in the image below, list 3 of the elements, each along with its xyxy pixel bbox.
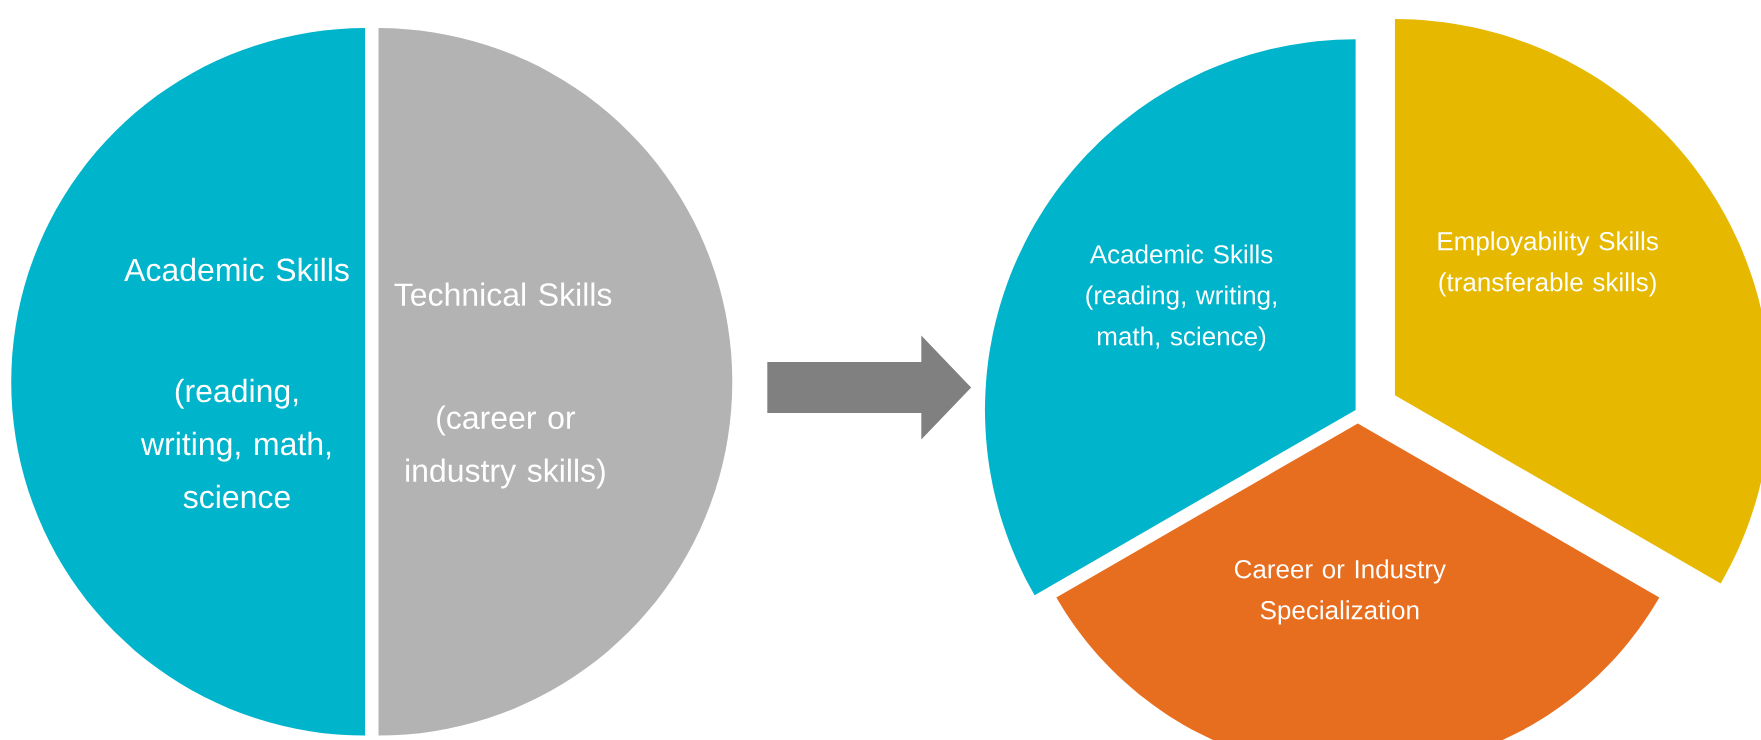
pie-segment: Career or Industry Specialization xyxy=(1056,423,1660,740)
pie-segment: Academic Skills (reading, writing, math, science xyxy=(11,28,365,736)
pie-segment: Technical Skills (career or industry skills) xyxy=(378,28,733,736)
